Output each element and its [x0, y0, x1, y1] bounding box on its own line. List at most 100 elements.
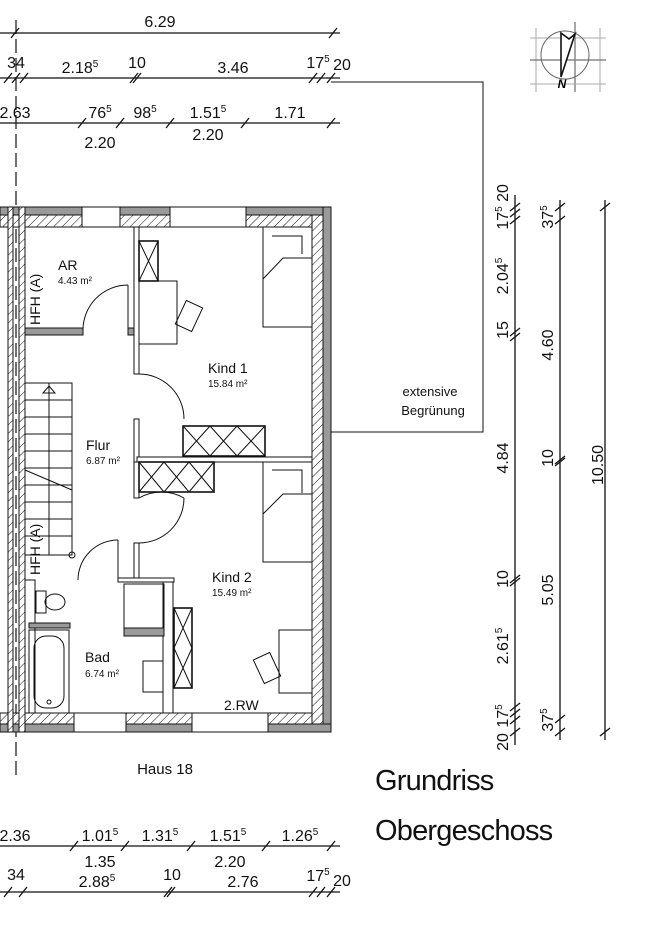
dimension-tick [77, 117, 87, 129]
dimension-label-right: 10 [495, 570, 512, 588]
north-arrow-icon: N [530, 22, 606, 92]
hfh-label-lower: HFH (A) [27, 524, 43, 575]
dimension-tick [554, 202, 566, 212]
dimension-value: 2.20 [214, 854, 245, 871]
dimension-label-right: 375 [539, 205, 557, 229]
dimension-tick [599, 727, 611, 737]
dimension-tick [554, 455, 566, 465]
dimension-label-top: 175 [306, 54, 330, 72]
dimension-superscript: 5 [241, 827, 247, 838]
dimension-superscript: 5 [494, 206, 505, 212]
dimension-value: 2.18 [62, 60, 93, 77]
dimension-tick [308, 886, 318, 898]
dimension-label-right: 2.045 [494, 257, 512, 294]
dimension-label-bottom: 2.76 [227, 874, 258, 891]
room-name-flur: Flur [86, 437, 110, 453]
dimension-label-bottom: 2.20 [214, 854, 245, 871]
dimension-value: 5.05 [540, 574, 557, 605]
dimension-label-top: 34 [7, 55, 25, 72]
dimension-label-right: 2.615 [494, 627, 512, 664]
dimension-superscript: 5 [113, 827, 119, 838]
dimension-value: 10 [495, 570, 512, 588]
dimension-label-top: 1.515 [190, 104, 227, 122]
dimension-tick [326, 72, 336, 84]
dimension-label-top: 1.71 [274, 105, 305, 122]
dimension-label-bottom: 34 [7, 867, 25, 884]
dimension-tick [129, 72, 139, 84]
dimension-superscript: 5 [494, 257, 505, 263]
dimension-value: 76 [88, 105, 106, 122]
dimension-value: 2.88 [79, 874, 110, 891]
dimension-tick [308, 72, 318, 84]
room-name-ar: AR [58, 257, 77, 273]
outer-walls [0, 206, 332, 733]
north-label: N [558, 77, 567, 91]
dimension-tick [3, 886, 13, 898]
dimension-superscript: 5 [221, 104, 227, 115]
dimension-value: 20 [333, 873, 351, 890]
dimension-label-top: 2.20 [192, 127, 223, 144]
dimension-label-top: 2.185 [62, 59, 99, 77]
dimension-label-right: 375 [539, 708, 557, 732]
dimension-value: 1.71 [274, 105, 305, 122]
room-area-ar: 4.43 m² [58, 276, 93, 287]
green-roof-note-line2: Begrünung [401, 403, 465, 418]
dimension-label-bottom: 20 [333, 873, 351, 890]
doors [77, 284, 185, 581]
dimension-superscript: 5 [173, 827, 179, 838]
dimension-value: 2.63 [0, 105, 31, 122]
staircase [24, 382, 76, 559]
dimension-tick [120, 840, 130, 852]
dimension-tick [509, 332, 521, 342]
dimension-value: 6.29 [144, 14, 175, 31]
dimension-tick [18, 886, 28, 898]
dimension-superscript: 5 [313, 827, 319, 838]
dimension-superscript: 5 [324, 54, 330, 65]
dimension-tick [328, 27, 338, 39]
dimension-value: 20 [495, 733, 512, 751]
dimension-label-bottom: 10 [163, 867, 181, 884]
dimension-label-right: 175 [494, 206, 512, 230]
dimension-tick [186, 840, 196, 852]
room-area-flur: 6.87 m² [86, 456, 121, 467]
dimension-superscript: 5 [106, 104, 112, 115]
window-label-2rw: 2.RW [224, 697, 260, 713]
dimension-value: 1.51 [190, 105, 221, 122]
dimension-superscript: 5 [110, 873, 116, 884]
dimension-tick [509, 574, 521, 584]
dimension-tick [10, 27, 20, 39]
dimension-tick [326, 117, 336, 129]
dimension-label-right: 175 [494, 704, 512, 728]
room-name-kind1: Kind 1 [208, 360, 248, 376]
dimension-label-right: 5.05 [540, 574, 557, 605]
dimension-tick [165, 117, 175, 129]
dimension-value: 2.20 [84, 135, 115, 152]
dimension-value: 4.60 [540, 329, 557, 360]
room-name-kind2: Kind 2 [212, 569, 252, 585]
window [73, 712, 127, 733]
dimension-value: 10.50 [590, 445, 607, 485]
dimension-label-right: 20 [495, 184, 512, 202]
dimension-label-top: 2.20 [84, 135, 115, 152]
dimension-tick [326, 840, 336, 852]
dimension-superscript: 5 [494, 627, 505, 633]
dimension-label-top: 3.46 [217, 60, 248, 77]
dimension-label-bottom: 2.885 [79, 873, 116, 891]
dimension-label-right: 10.50 [590, 445, 607, 485]
dimension-value: 2.36 [0, 828, 31, 845]
dimension-label-bottom: 175 [306, 867, 330, 885]
dimension-tick [509, 202, 521, 212]
dimension-tick [509, 327, 521, 337]
room-name-bad: Bad [85, 649, 110, 665]
dimension-tick [166, 886, 176, 898]
dimension-label-right: 4.60 [540, 329, 557, 360]
dimension-value: 4.84 [495, 442, 512, 473]
dimension-value: 98 [133, 105, 151, 122]
window [191, 712, 269, 733]
dimension-value: 20 [495, 184, 512, 202]
dimension-tick [261, 840, 271, 852]
furniture [28, 226, 313, 714]
dimension-label-bottom: 1.265 [282, 827, 319, 845]
